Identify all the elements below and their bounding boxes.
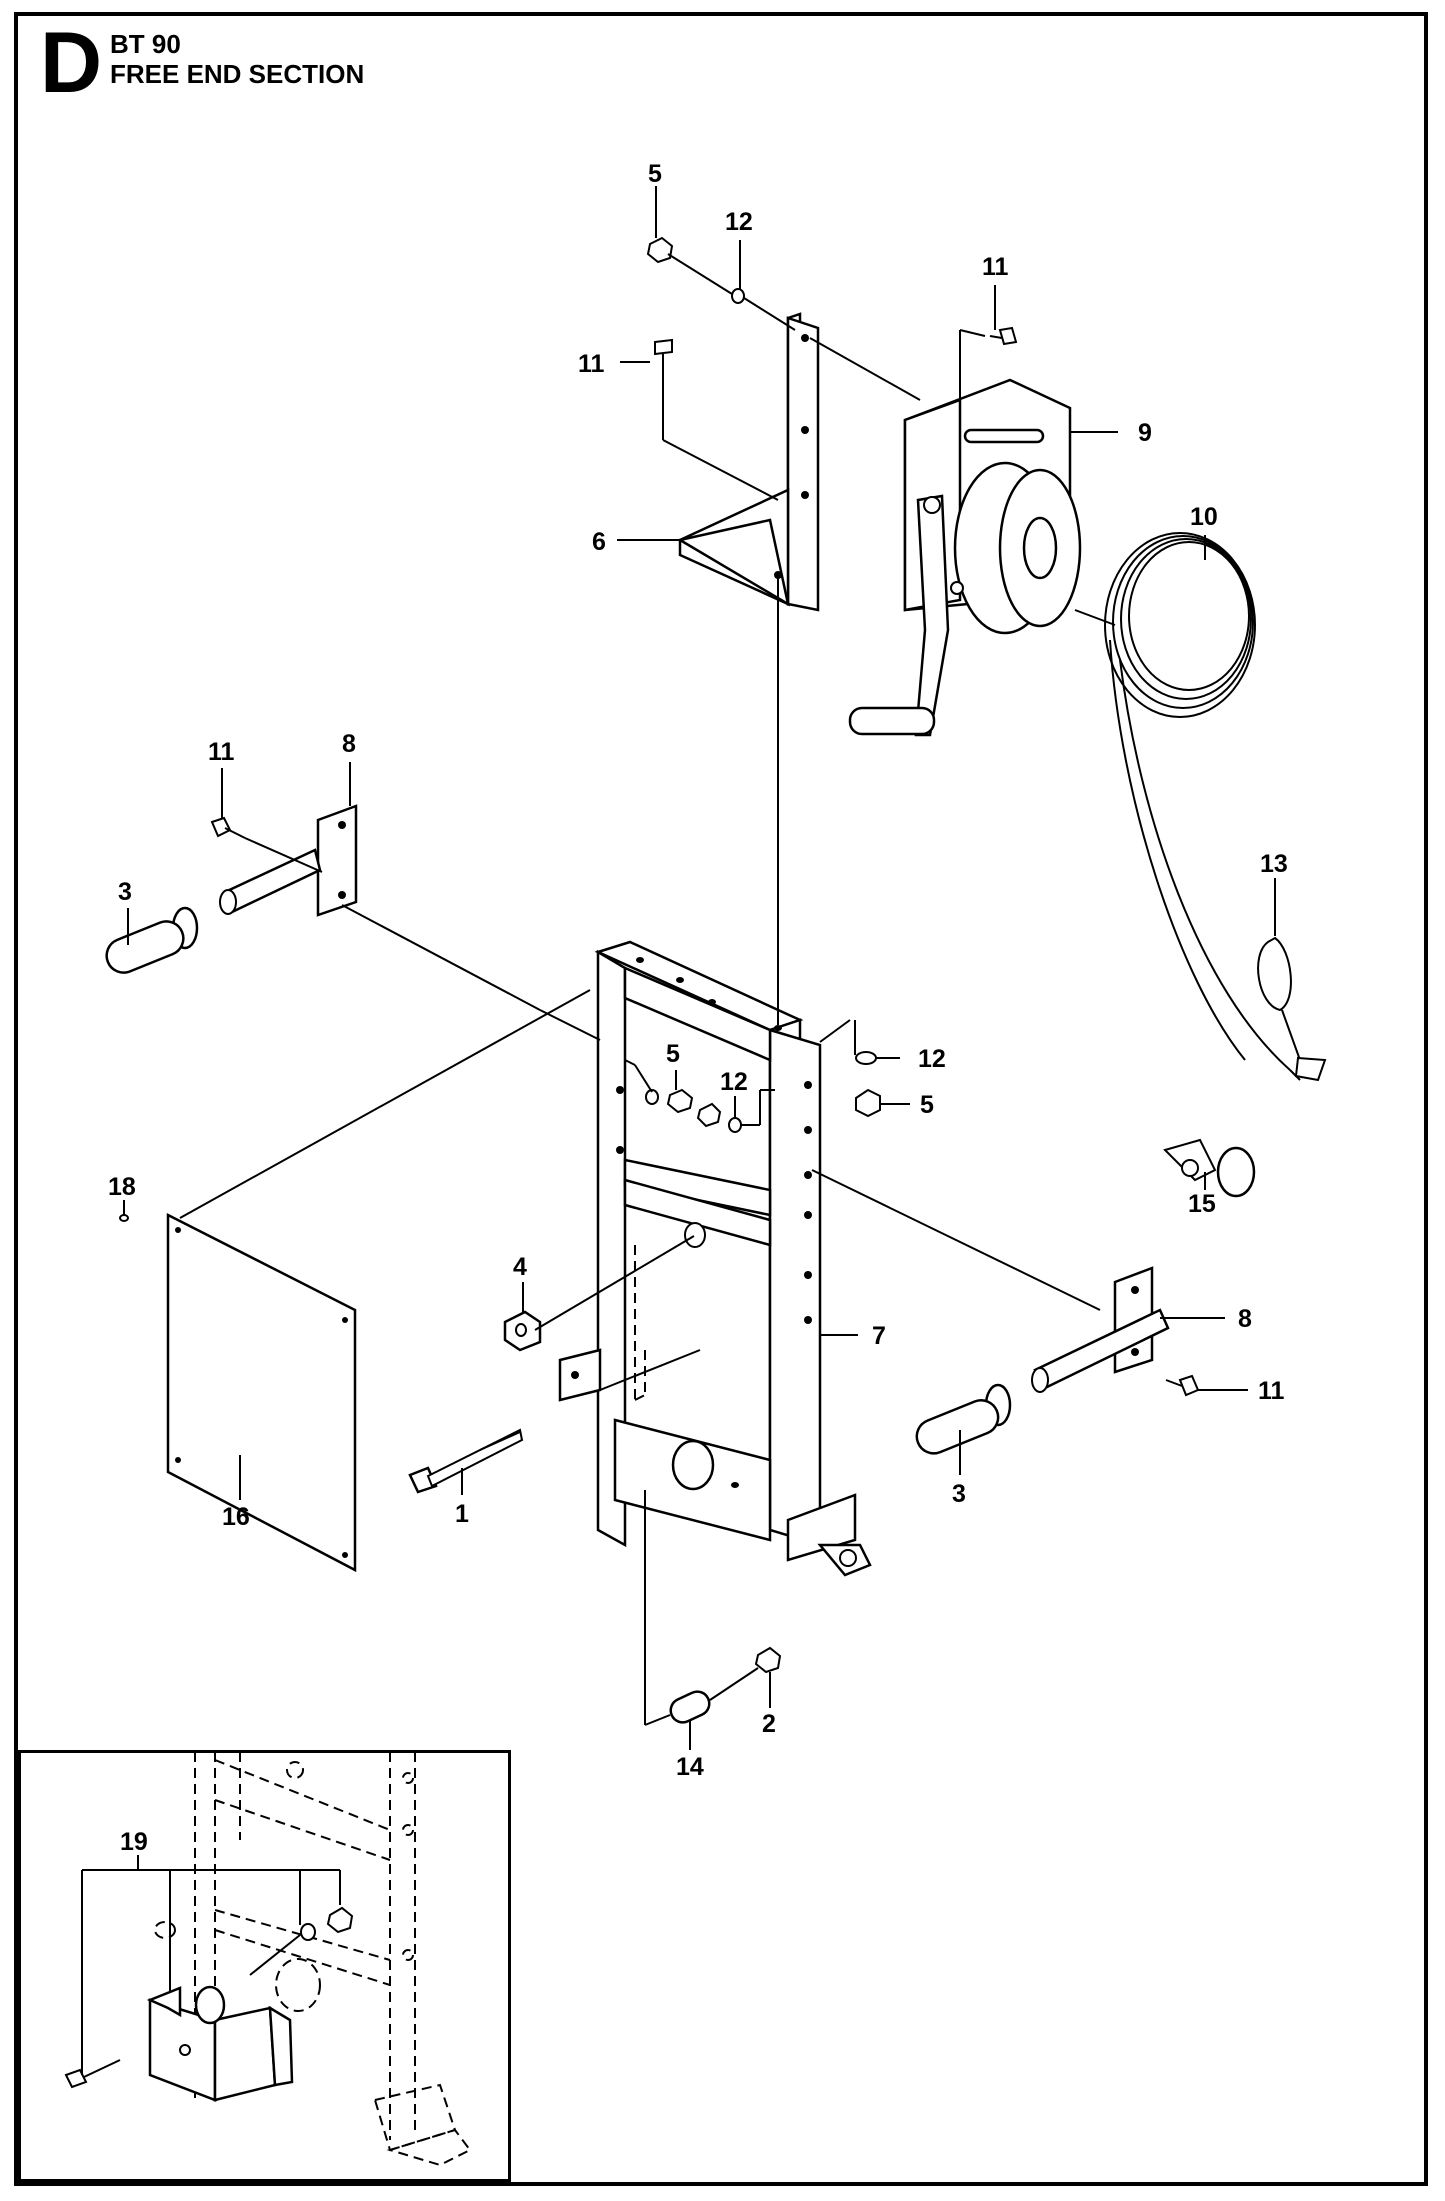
bolt-left-part-11 — [210, 816, 246, 839]
callout-15: 15 — [1188, 1190, 1216, 1218]
model-name: BT 90 — [110, 29, 181, 59]
callout-5-right: 5 — [920, 1091, 934, 1119]
screw-part-18 — [119, 1214, 129, 1222]
callout-12-right: 12 — [918, 1045, 946, 1073]
callout-11-top-right: 11 — [982, 253, 1009, 281]
section-letter: D — [40, 15, 103, 111]
hook-part-13 — [1257, 936, 1327, 1082]
assembly-lines — [179, 253, 1116, 1726]
callout-13: 13 — [1260, 850, 1288, 878]
callout-4: 4 — [513, 1253, 527, 1281]
callout-labels: 5 12 11 11 9 10 6 11 8 3 13 5 12 12 5 15… — [108, 160, 1288, 1856]
callout-11-top-left: 11 — [578, 350, 605, 378]
bolt-top-left-part-11 — [654, 338, 673, 368]
callout-7: 7 — [872, 1322, 886, 1350]
bolt-right-part-11 — [1165, 1374, 1200, 1397]
callout-12-top: 12 — [725, 208, 753, 236]
callout-3-left: 3 — [118, 878, 132, 906]
winch-part-9 — [848, 378, 1082, 737]
nut-part-4 — [503, 1310, 542, 1352]
cover-plate-part-16 — [166, 1212, 357, 1573]
bolt-part-1 — [408, 1428, 524, 1494]
callout-5-top: 5 — [648, 160, 662, 188]
callout-11-right: 11 — [1258, 1377, 1285, 1405]
pulley-block-part-15 — [1163, 1138, 1256, 1198]
shaft-right-part-8 — [1031, 1266, 1170, 1393]
callout-8-right: 8 — [1238, 1305, 1252, 1333]
drawing-frame — [14, 12, 1428, 2186]
callout-10: 10 — [1190, 503, 1218, 531]
cap-nut-part-2 — [754, 1646, 782, 1674]
inset-detail-drawing — [64, 1752, 472, 2167]
shaft-left-part-8 — [219, 804, 358, 917]
callout-16: 16 — [222, 1503, 250, 1531]
detail-inset — [18, 1750, 511, 2182]
callout-6: 6 — [592, 528, 606, 556]
nut-right-part-5 — [855, 1088, 881, 1118]
callout-leaders — [123, 186, 1276, 1750]
bolt-top-right-part-11 — [989, 326, 1018, 346]
handle-right-part-3 — [915, 1383, 1012, 1455]
main-frame-part-7 — [558, 940, 872, 1577]
callout-18: 18 — [108, 1173, 136, 1201]
callout-2: 2 — [762, 1710, 776, 1738]
spacer-part-14 — [669, 1690, 711, 1724]
nut-mid-part-5 — [645, 1088, 694, 1114]
callout-14: 14 — [676, 1753, 704, 1781]
cable-coil-part-10 — [1104, 532, 1301, 1081]
callout-1: 1 — [455, 1500, 469, 1528]
handle-left-part-3 — [105, 906, 199, 974]
callout-3-right: 3 — [952, 1480, 966, 1508]
washer-top-part-12 — [731, 288, 745, 304]
callout-19: 19 — [120, 1828, 148, 1856]
callout-11-left: 11 — [208, 738, 235, 766]
bracket-part-6 — [676, 312, 820, 612]
nut-top-part-5 — [646, 236, 674, 264]
callout-5-mid: 5 — [666, 1040, 680, 1068]
section-title: FREE END SECTION — [110, 59, 365, 89]
callout-9: 9 — [1138, 419, 1152, 447]
callout-12-mid: 12 — [720, 1068, 748, 1096]
callout-8-left: 8 — [342, 730, 356, 758]
washer-right-part-12 — [855, 1051, 877, 1065]
